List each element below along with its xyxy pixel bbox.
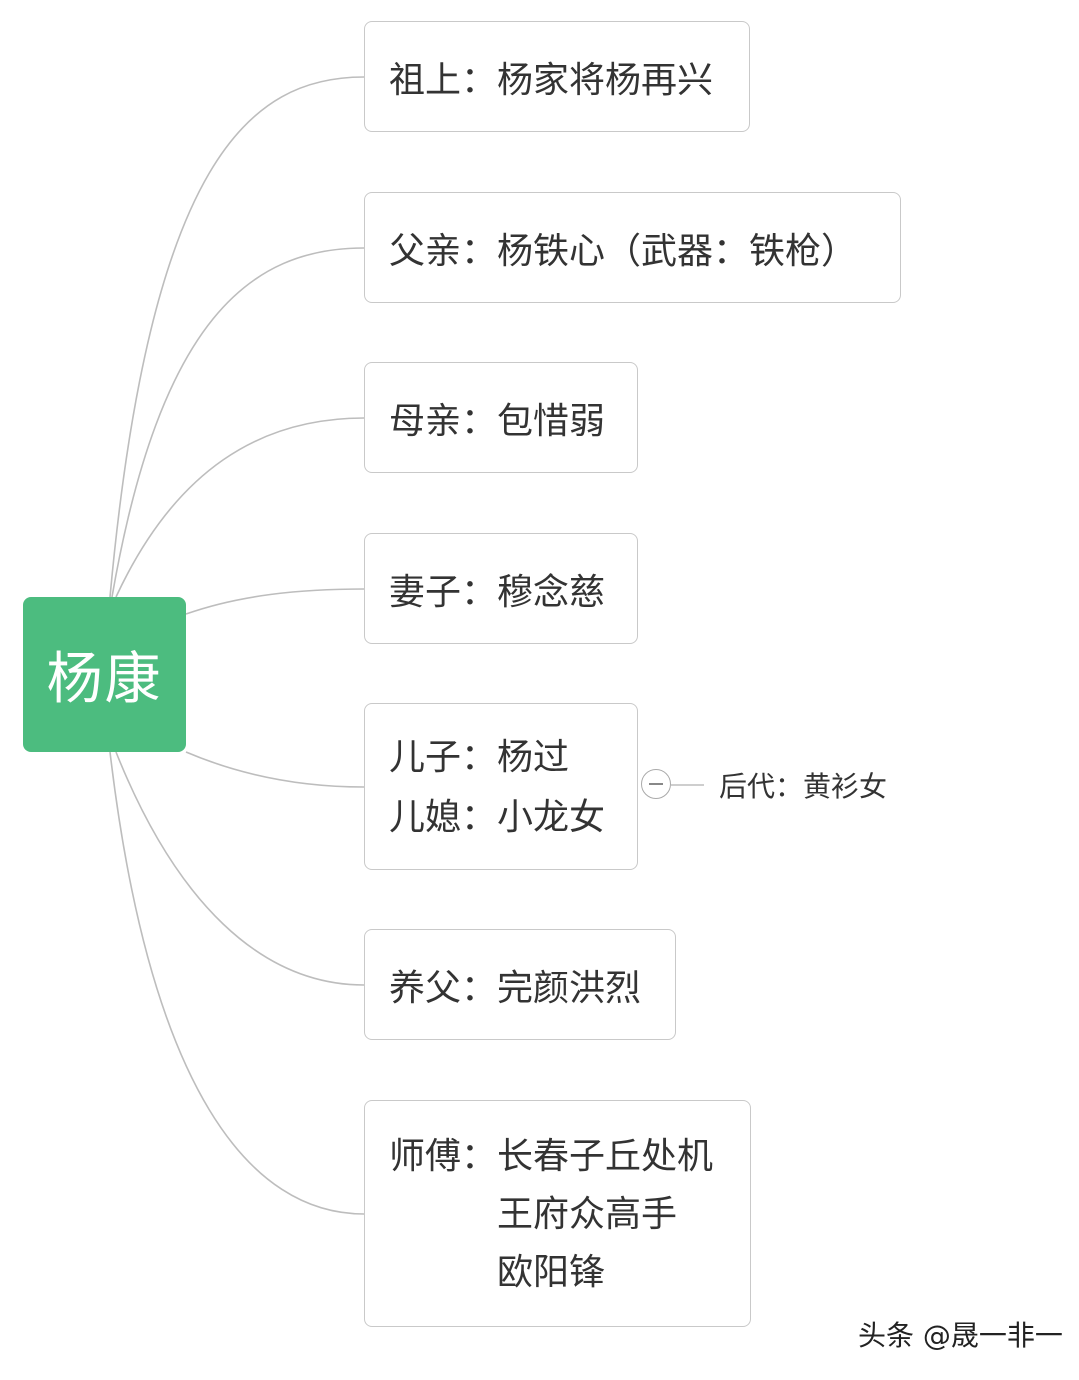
foster-father-value: 完颜洪烈	[497, 967, 642, 1009]
mother-value: 包惜弱	[497, 400, 606, 442]
son-value: 杨过	[497, 737, 570, 778]
node-wife[interactable]: 妻子：穆念慈	[364, 533, 638, 644]
connector-father	[111, 247, 365, 598]
connector-ancestor	[109, 76, 365, 598]
root-label: 杨康	[46, 647, 163, 712]
daughter-in-law-label: 儿媳：	[389, 797, 498, 838]
node-foster-father[interactable]: 养父：完颜洪烈	[364, 929, 676, 1040]
connector-son	[185, 751, 365, 788]
collapse-toggle-button[interactable]	[641, 769, 671, 799]
masters-lines: 师傅：长春子丘处机 王府众高手 欧阳锋	[389, 1137, 713, 1293]
daughter-in-law-value: 小龙女	[497, 797, 606, 838]
root-node[interactable]: 杨康	[23, 597, 186, 752]
ancestor-label: 祖上：	[389, 59, 498, 101]
master-item: 王府众高手	[497, 1194, 678, 1235]
node-mother[interactable]: 母亲：包惜弱	[364, 362, 638, 473]
descendant-text: 后代：黄衫女	[719, 770, 888, 803]
watermark-text: 头条 @晟一非一	[858, 1319, 1063, 1352]
masters-label: 师傅：	[389, 1136, 498, 1177]
mother-label: 母亲：	[389, 400, 498, 442]
node-father[interactable]: 父亲：杨铁心（武器：铁枪）	[364, 192, 901, 303]
foster-father-label: 养父：	[389, 967, 498, 1009]
ancestor-value: 杨家将杨再兴	[497, 59, 714, 101]
wife-value: 穆念慈	[497, 571, 606, 613]
father-value: 杨铁心（武器：铁枪）	[497, 230, 858, 272]
node-ancestor[interactable]: 祖上：杨家将杨再兴	[364, 21, 750, 132]
connector-masters	[109, 751, 365, 1215]
son-label: 儿子：	[389, 737, 498, 778]
node-son[interactable]: 儿子：杨过 儿媳：小龙女	[364, 703, 638, 870]
connector-mother	[115, 417, 365, 598]
wife-label: 妻子：	[389, 571, 498, 613]
watermark: 头条 @晟一非一	[858, 1316, 1063, 1356]
father-label: 父亲：	[389, 230, 498, 272]
connector-foster	[115, 751, 365, 986]
master-item: 欧阳锋	[497, 1252, 606, 1293]
connector-wife	[185, 588, 365, 615]
minus-icon	[649, 783, 663, 785]
node-masters[interactable]: 师傅：长春子丘处机 王府众高手 欧阳锋	[364, 1100, 751, 1327]
node-descendant[interactable]: 后代：黄衫女	[719, 767, 887, 807]
master-item: 长春子丘处机	[497, 1136, 714, 1177]
son-lines: 儿子：杨过 儿媳：小龙女	[389, 738, 605, 838]
